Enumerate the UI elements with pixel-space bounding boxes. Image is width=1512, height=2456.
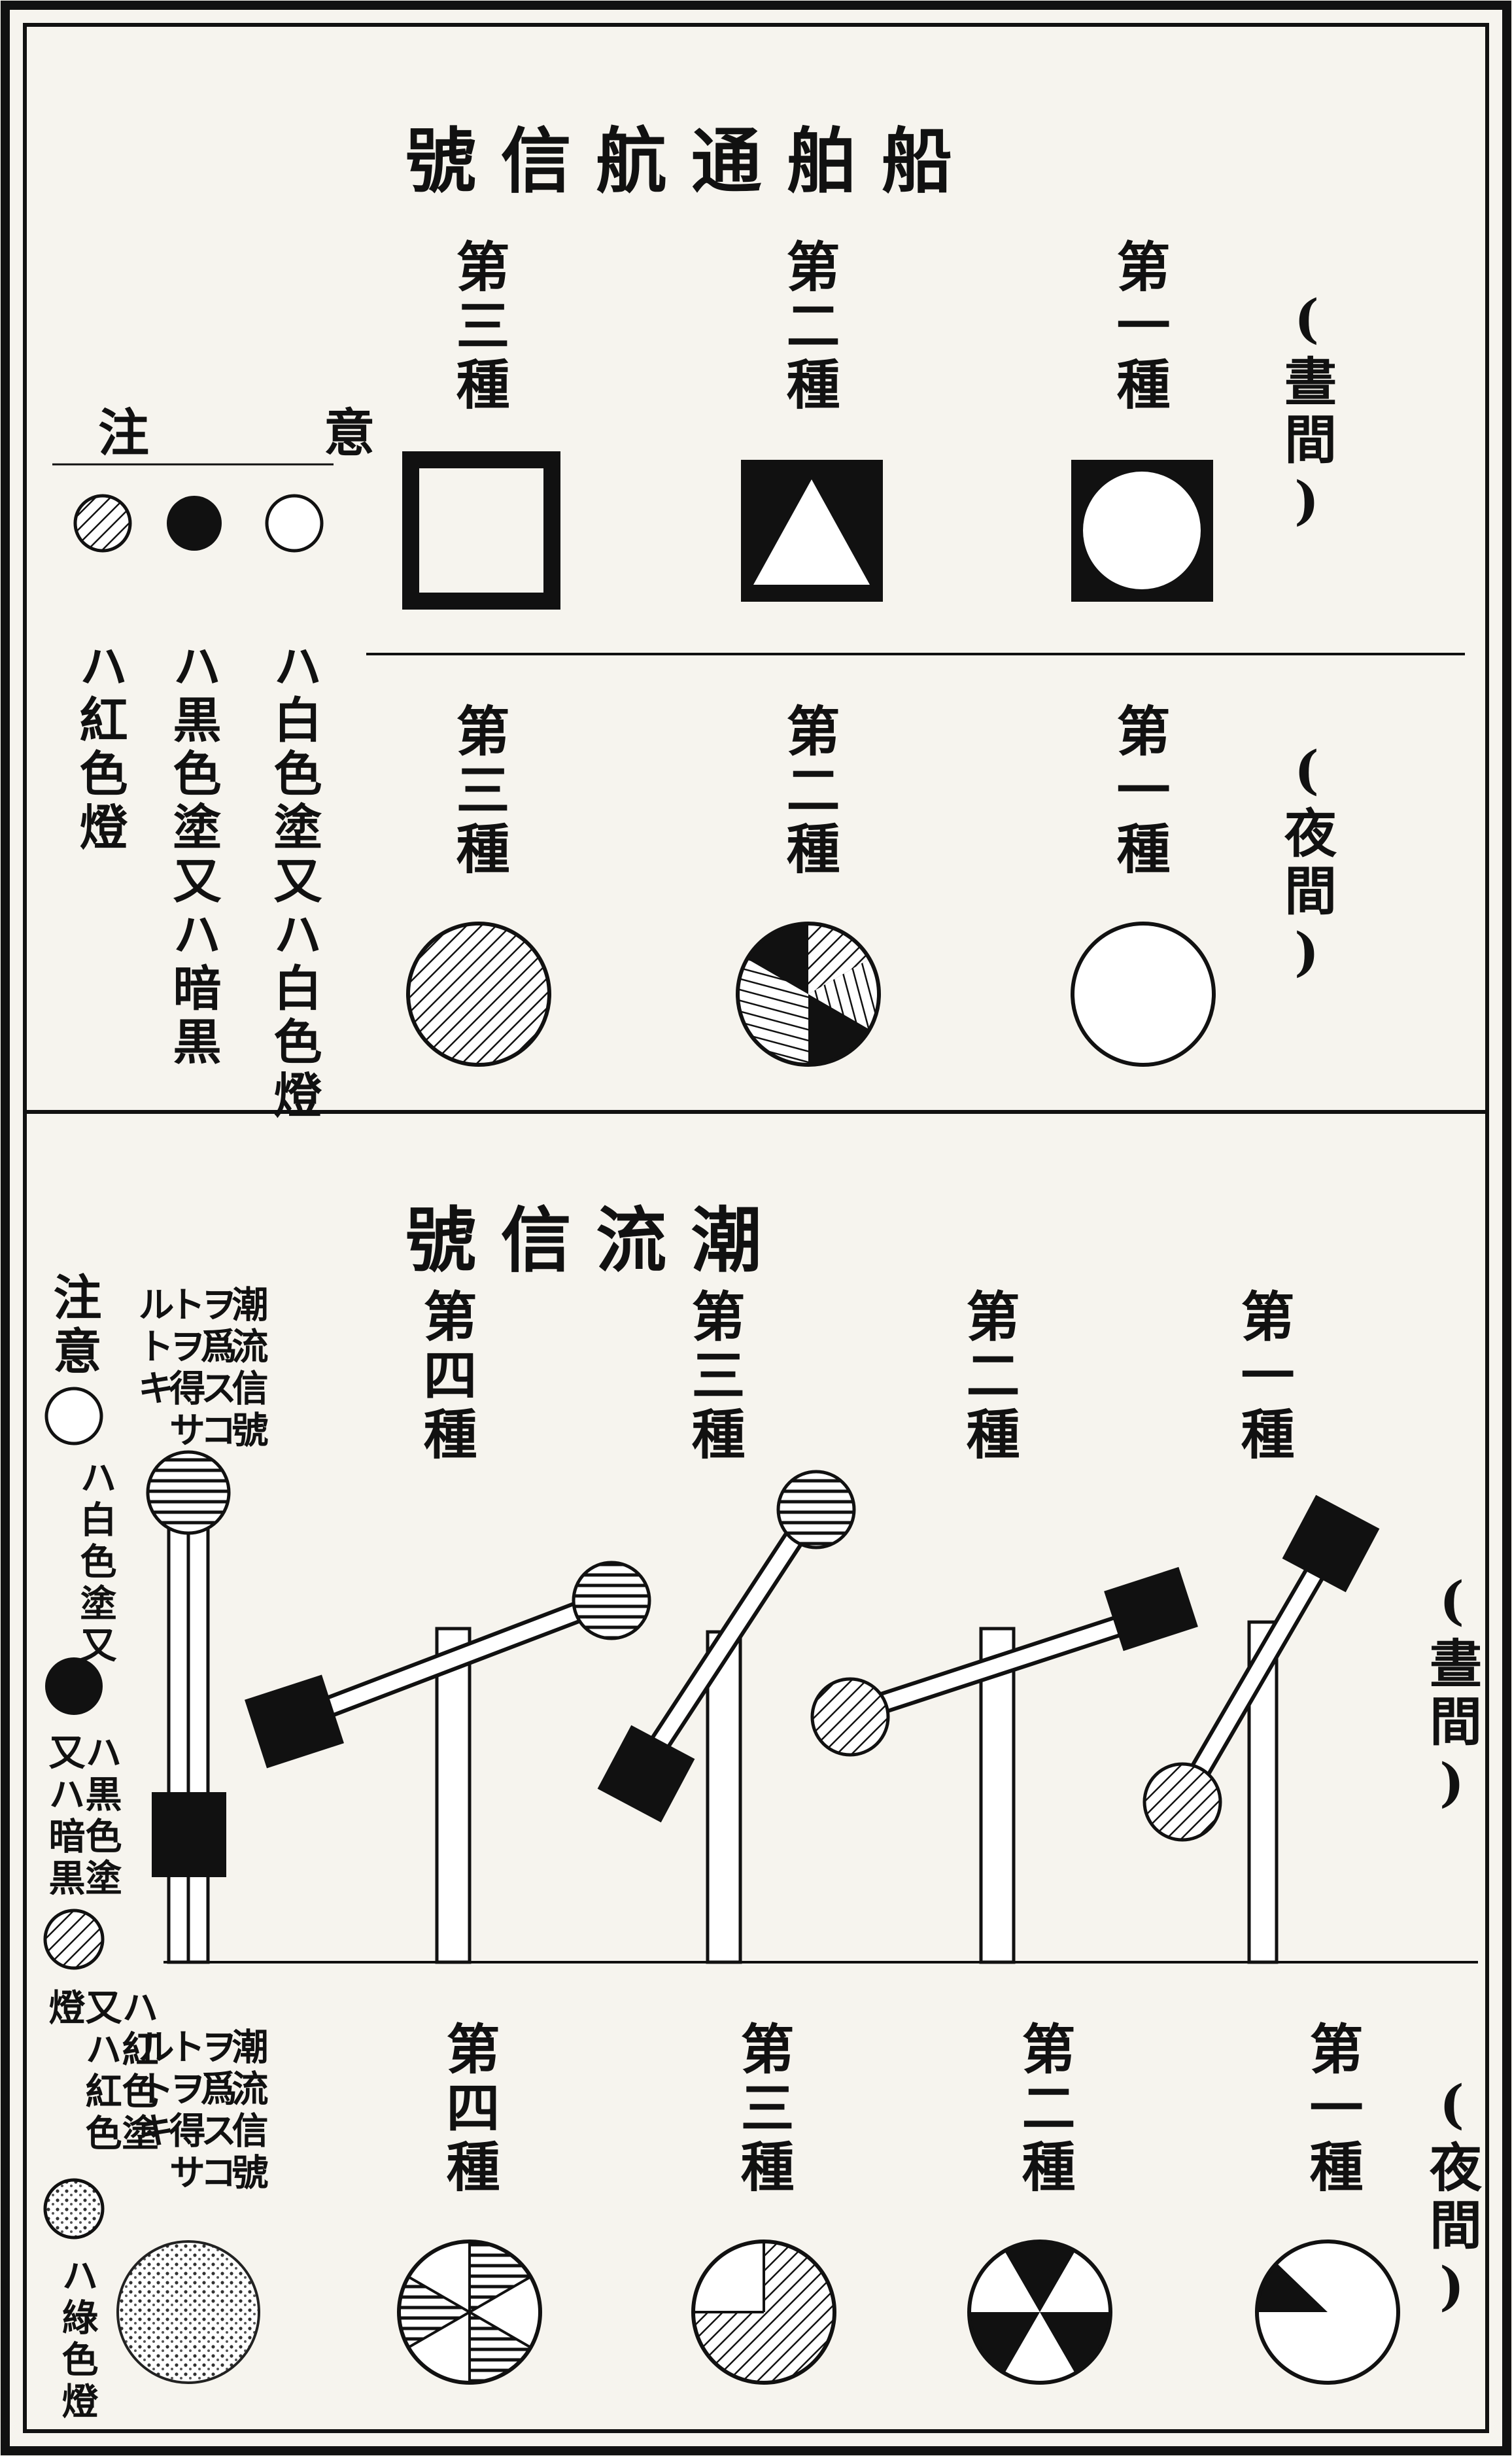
tide-post-note <box>167 1515 210 1964</box>
legend-red-circle <box>73 494 132 553</box>
tide-day-3-black-square <box>597 1725 695 1823</box>
tide-day-side-label: (晝間) <box>1421 1570 1483 1818</box>
tide-night-4 <box>397 2240 542 2385</box>
ship-signal-night-1-white <box>1071 922 1216 1067</box>
ship-label-second-day: 第二種 <box>777 239 840 415</box>
ship-signal-title: 號 信 航 通 舶 船 <box>405 120 952 203</box>
tide-label-third-night: 第三種 <box>731 2021 794 2198</box>
ship-night-side-label: (夜間) <box>1276 739 1337 988</box>
legend2-black-circle <box>45 1657 103 1715</box>
tide-signal-title: 號 信 流 潮 <box>405 1200 762 1282</box>
tide-day-3-red-ball <box>776 1470 856 1549</box>
legend2-red-circle <box>43 1909 105 1970</box>
ship-day-side-label: (晝間) <box>1276 288 1337 536</box>
ship-signal-day-1-circle <box>1071 460 1213 602</box>
tide-label-second-day: 第二種 <box>957 1289 1020 1465</box>
tide-caption-day-2: ヲ爲スコ <box>194 1285 237 1453</box>
tide-caption-night-2: ヲ爲スコ <box>194 2028 237 2195</box>
ship-label-third-day: 第三種 <box>447 239 509 415</box>
ship-signal-night-2-black-red <box>736 922 881 1067</box>
tide-note-red-ball <box>146 1450 231 1535</box>
tide-day-4-red-ball <box>572 1561 651 1640</box>
tide-caption-night-4: ルトキ <box>131 2028 175 2153</box>
tide-note-black-square <box>152 1792 226 1877</box>
note2-white: ハ白色塗又 <box>74 1459 117 1668</box>
ship-label-first-night: 第一種 <box>1107 703 1170 880</box>
tide-label-second-night: 第二種 <box>1012 2021 1075 2198</box>
tide-day-2-black-square <box>1104 1566 1198 1652</box>
legend-black-circle <box>167 496 222 551</box>
tide-night-note-green <box>116 2240 260 2384</box>
tide-night-3 <box>691 2240 836 2385</box>
ship-label-first-day: 第一種 <box>1107 239 1170 415</box>
note-white: ハ白色塗又ハ白色燈 <box>266 641 322 1124</box>
note2-red: ハ紅色塗又ハ紅色燈 <box>43 1988 159 2156</box>
tide-caption-night-1: 潮流信號 <box>226 2028 269 2195</box>
tide-caption-day-1: 潮流信號 <box>226 1285 269 1453</box>
tide-label-third-day: 第三種 <box>682 1289 745 1465</box>
tide-post-day-4 <box>435 1627 472 1964</box>
note2-heading: 注意 <box>45 1272 101 1379</box>
tide-night-side-label: (夜間) <box>1421 2073 1483 2322</box>
note-heading: 注 意 <box>98 404 454 463</box>
tide-day-1-black-square <box>1282 1495 1380 1593</box>
tide-night-1 <box>1255 2240 1400 2385</box>
tide-post-day-3 <box>706 1630 742 1964</box>
ship-signal-day-2-triangle <box>741 460 883 602</box>
tide-night-2 <box>967 2240 1112 2385</box>
tide-label-first-day: 第一種 <box>1231 1289 1294 1465</box>
tide-post-day-2 <box>979 1627 1016 1964</box>
ship-label-second-night: 第二種 <box>777 703 840 880</box>
note2-green: ハ綠色燈 <box>56 2257 99 2424</box>
tide-day-4-black-square <box>245 1674 344 1769</box>
legend2-white-circle <box>44 1387 103 1445</box>
legend-white-circle <box>265 494 324 553</box>
tide-label-fourth-night: 第四種 <box>437 2021 500 2198</box>
ship-label-third-night: 第三種 <box>447 703 509 880</box>
tide-caption-day-4: ルトキ <box>131 1285 175 1411</box>
note-red: ハ紅色燈 <box>71 641 128 856</box>
note2-black: ハ黒色塗又ハ暗黒 <box>43 1733 122 1901</box>
tide-caption-night-3: トヲ得サ <box>163 2028 206 2195</box>
note-black: ハ黒色塗又ハ暗黒 <box>165 641 221 1070</box>
tide-label-first-night: 第一種 <box>1300 2021 1363 2198</box>
inner-frame <box>23 23 1489 2433</box>
tide-caption-day-3: トヲ得サ <box>163 1285 206 1453</box>
ship-signal-day-3-square <box>402 451 560 610</box>
tide-day-2-red-ball <box>810 1677 890 1757</box>
ship-signal-night-3-red <box>406 922 551 1067</box>
tide-day-1-red-ball <box>1143 1762 1222 1842</box>
tide-label-fourth-day: 第四種 <box>414 1289 477 1465</box>
legend2-green-circle <box>43 2178 105 2240</box>
